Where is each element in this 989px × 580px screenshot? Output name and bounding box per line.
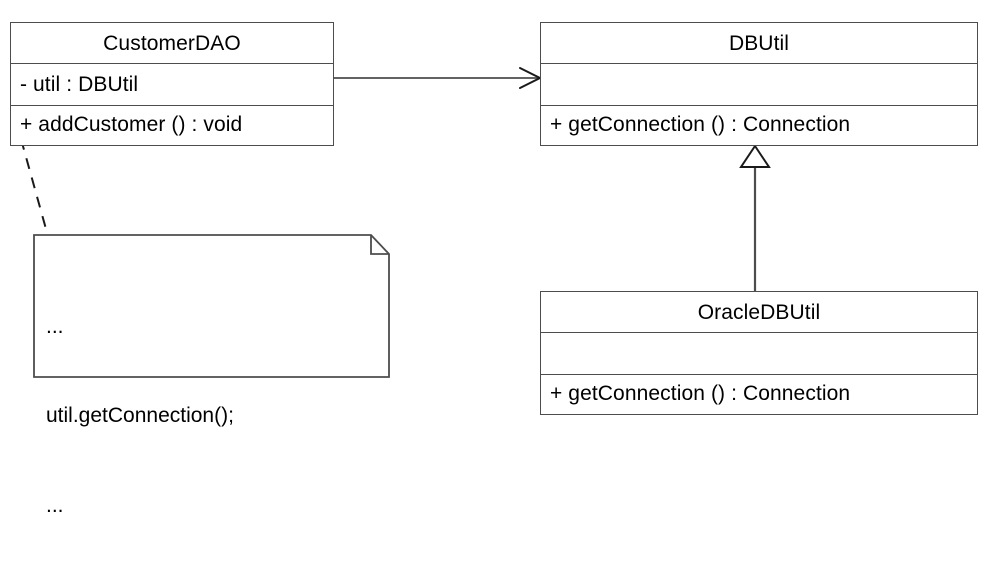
class-name-customerdao: CustomerDAO: [103, 31, 241, 55]
class-name-dbutil: DBUtil: [728, 31, 790, 55]
note-line-2: util.getConnection();: [46, 404, 234, 428]
generalization-connector-oracledbutil-to-dbutil: [739, 144, 771, 291]
note-shape-icon: [33, 234, 390, 378]
class-attributes-oracledbutil-empty: [541, 332, 977, 374]
note-line-3: ...: [46, 493, 64, 517]
uml-note[interactable]: ... util.getConnection(); ...: [33, 234, 390, 517]
note-anchor-dashed-line: [20, 138, 52, 248]
class-operation-addcustomer: + addCustomer () : void: [11, 105, 333, 143]
class-operation-getconnection-dbutil: + getConnection () : Connection: [541, 105, 977, 143]
class-operation-getconnection-oracledbutil: + getConnection () : Connection: [541, 374, 977, 412]
uml-class-customerdao[interactable]: CustomerDAO - util : DBUtil + addCustome…: [10, 22, 334, 146]
uml-class-dbutil[interactable]: DBUtil + getConnection () : Connection: [540, 22, 978, 146]
uml-class-oracledbutil[interactable]: OracleDBUtil + getConnection () : Connec…: [540, 291, 978, 415]
diagram-connector-layer: [20, 67, 771, 291]
note-anchor-connector: [20, 138, 52, 248]
hollow-triangle-icon: [739, 144, 771, 168]
class-attributes-dbutil-empty: [541, 63, 977, 105]
note-line-1: ...: [46, 314, 64, 338]
note-body: ... util.getConnection(); ...: [46, 252, 376, 580]
class-attribute-util: - util : DBUtil: [11, 63, 333, 105]
dependency-connector-customerdao-to-dbutil: [334, 67, 541, 89]
class-name-oracledbutil: OracleDBUtil: [697, 300, 821, 324]
